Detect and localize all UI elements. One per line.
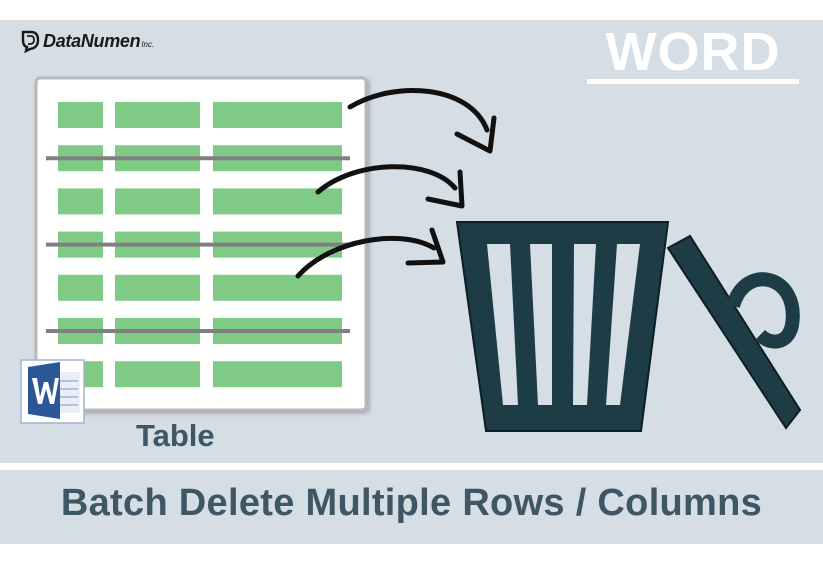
table-cell [213, 274, 342, 301]
arrows [295, 88, 497, 279]
trash-bin-icon [455, 221, 802, 432]
table-cell [213, 102, 342, 128]
table-row [58, 188, 342, 215]
curved-arrow-icon [295, 227, 446, 279]
trash-lid [666, 234, 802, 430]
table-row [46, 318, 350, 344]
table-cell [58, 102, 103, 128]
table-label: Table [136, 418, 215, 453]
table-row [46, 231, 350, 258]
table-cell [115, 188, 200, 215]
table-rows [46, 102, 350, 388]
table-cell [58, 274, 103, 301]
table-cell [58, 188, 103, 215]
word-badge-text: WORD [605, 22, 781, 82]
footer-title: Batch Delete Multiple Rows / Columns [60, 482, 763, 524]
table-cell [213, 361, 342, 388]
table-cell [115, 361, 200, 388]
datanumen-logo: DataNumen Inc. [20, 28, 154, 54]
curved-arrow-icon [315, 164, 465, 209]
table-row [58, 102, 342, 128]
footer-bar: Batch Delete Multiple Rows / Columns [0, 470, 823, 544]
table-row [58, 361, 342, 388]
table-cell [213, 188, 342, 215]
table-row [58, 274, 342, 301]
word-badge: WORD [587, 22, 799, 84]
datanumen-logo-icon [21, 30, 40, 53]
table-illustration [34, 76, 368, 412]
table-cell [115, 102, 200, 128]
curved-arrow-icon [347, 88, 497, 154]
table-cell [115, 274, 200, 301]
logo-wordmark: DataNumen [43, 30, 141, 51]
word-app-icon [20, 359, 85, 424]
table-row [46, 145, 350, 172]
logo-suffix: Inc. [141, 40, 155, 49]
